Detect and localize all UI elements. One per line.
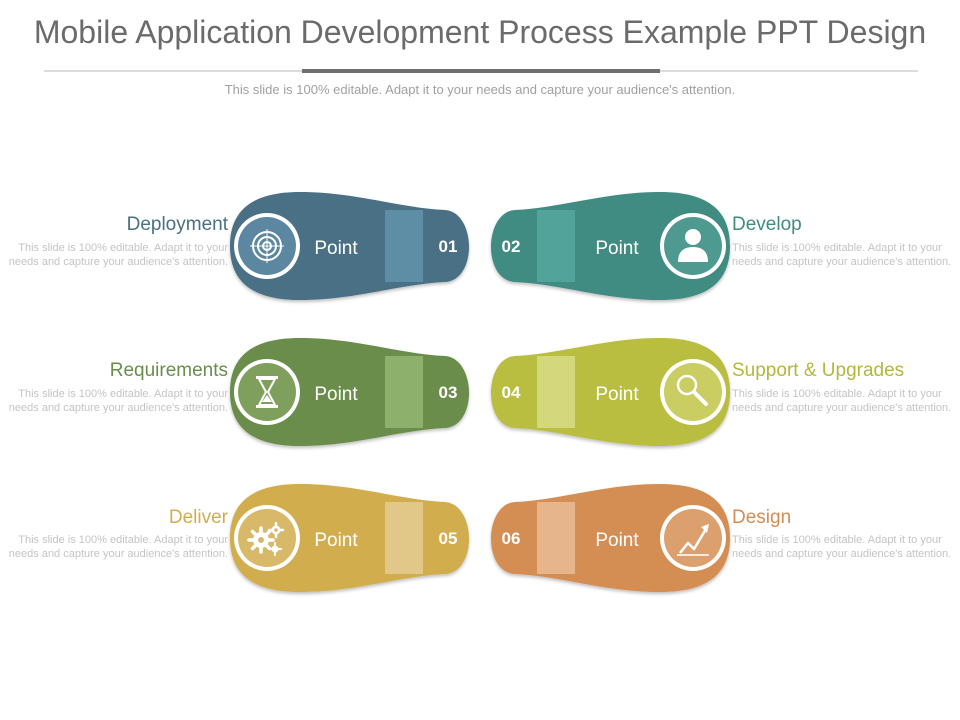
step-06-number: 06	[502, 529, 521, 548]
step-05-band	[385, 502, 423, 574]
step-06-point: Point	[595, 530, 639, 551]
slide-subtitle: This slide is 100% editable. Adapt it to…	[224, 82, 736, 97]
step-02-band	[537, 210, 575, 282]
step-03-band	[385, 356, 423, 428]
step-05-heading: Deliver	[168, 507, 228, 528]
step-05-number: 05	[439, 529, 458, 548]
hourglass-icon	[256, 376, 278, 408]
step-02-point: Point	[595, 238, 639, 259]
step-06-description: This slide is 100% editable. Adapt it to…	[732, 534, 952, 560]
step-01-band	[385, 210, 423, 282]
step-03-description: This slide is 100% editable. Adapt it to…	[8, 388, 228, 414]
step-03-number: 03	[439, 383, 458, 402]
step-04-point: Point	[595, 384, 639, 405]
step-04-shape: 04 Point	[490, 338, 730, 446]
step-05-point: Point	[314, 530, 358, 551]
step-01-number: 01	[439, 237, 458, 256]
growth-chart-icon	[677, 524, 709, 556]
step-02-icon-disc	[664, 217, 722, 275]
step-02-heading: Develop	[732, 214, 802, 235]
step-02-number: 02	[502, 237, 521, 256]
step-04-number: 04	[502, 383, 521, 402]
step-02-shape: 02 Point	[490, 192, 730, 300]
step-01-point: Point	[314, 238, 358, 259]
step-06-shape: 06 Point	[490, 484, 730, 592]
step-01-heading: Deployment	[126, 214, 228, 235]
gears-icon	[247, 521, 285, 556]
step-03-point: Point	[314, 384, 358, 405]
step-02-description: This slide is 100% editable. Adapt it to…	[732, 242, 952, 268]
step-05-description: This slide is 100% editable. Adapt it to…	[8, 534, 228, 560]
step-06-icon-disc	[664, 509, 722, 567]
step-04-heading: Support & Upgrades	[732, 360, 905, 381]
slide-title: Mobile Application Development Process E…	[33, 14, 927, 50]
step-03-shape: Point 03	[230, 338, 470, 446]
magnifier-icon	[676, 374, 708, 406]
target-icon	[250, 229, 284, 263]
step-01-shape: Point 01	[230, 192, 470, 300]
step-06-heading: Design	[732, 507, 792, 528]
step-06-band	[537, 502, 575, 574]
step-03-heading: Requirements	[109, 360, 228, 381]
step-01-description: This slide is 100% editable. Adapt it to…	[8, 242, 228, 268]
step-04-description: This slide is 100% editable. Adapt it to…	[732, 388, 952, 414]
step-05-shape: Point 05	[230, 484, 470, 592]
user-icon	[678, 229, 708, 262]
step-04-band	[537, 356, 575, 428]
title-rule-accent	[302, 69, 660, 73]
